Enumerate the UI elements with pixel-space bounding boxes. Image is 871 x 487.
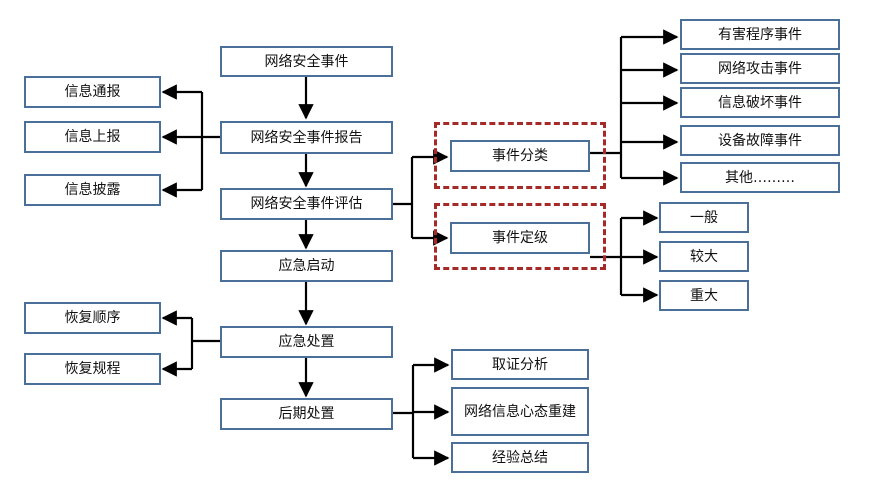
node-info-report: 信息上报 <box>24 121 161 153</box>
node-recovery-rules: 恢复规程 <box>24 353 161 385</box>
node-device-fault: 设备故障事件 <box>680 125 840 156</box>
node-post-handling: 后期处置 <box>220 398 393 430</box>
connector-post-bus <box>393 365 415 458</box>
node-harmful-program: 有害程序事件 <box>680 19 840 50</box>
node-info-disclose: 信息披露 <box>24 174 161 206</box>
node-event-classify: 事件分类 <box>450 140 590 172</box>
node-evidence-analysis: 取证分析 <box>451 349 589 380</box>
node-grade-serious: 重大 <box>659 280 749 311</box>
node-lessons-summary: 经验总结 <box>451 442 589 473</box>
node-other: 其他……… <box>680 162 840 193</box>
classify-highlight-frame <box>434 122 606 189</box>
node-emergency-start: 应急启动 <box>220 250 393 282</box>
node-security-event: 网络安全事件 <box>220 46 393 77</box>
node-event-grade: 事件定级 <box>450 222 590 254</box>
node-grade-major: 较大 <box>659 241 749 272</box>
node-recovery-order: 恢复顺序 <box>24 302 161 334</box>
node-network-attack: 网络攻击事件 <box>680 53 840 84</box>
node-info-destruction: 信息破坏事件 <box>680 87 840 118</box>
node-info-notify: 信息通报 <box>24 76 161 108</box>
grade-highlight-frame <box>434 203 606 270</box>
node-event-report: 网络安全事件报告 <box>220 121 393 154</box>
connector-handling-bus <box>190 318 220 369</box>
node-grade-general: 一般 <box>659 202 749 233</box>
connector-assessment-bus <box>393 157 414 238</box>
connector-report-bus <box>200 92 220 190</box>
node-network-rebuild: 网络信息心态重建 <box>451 387 589 436</box>
node-event-assessment: 网络安全事件评估 <box>220 188 393 220</box>
node-emergency-handling: 应急处置 <box>220 326 393 358</box>
